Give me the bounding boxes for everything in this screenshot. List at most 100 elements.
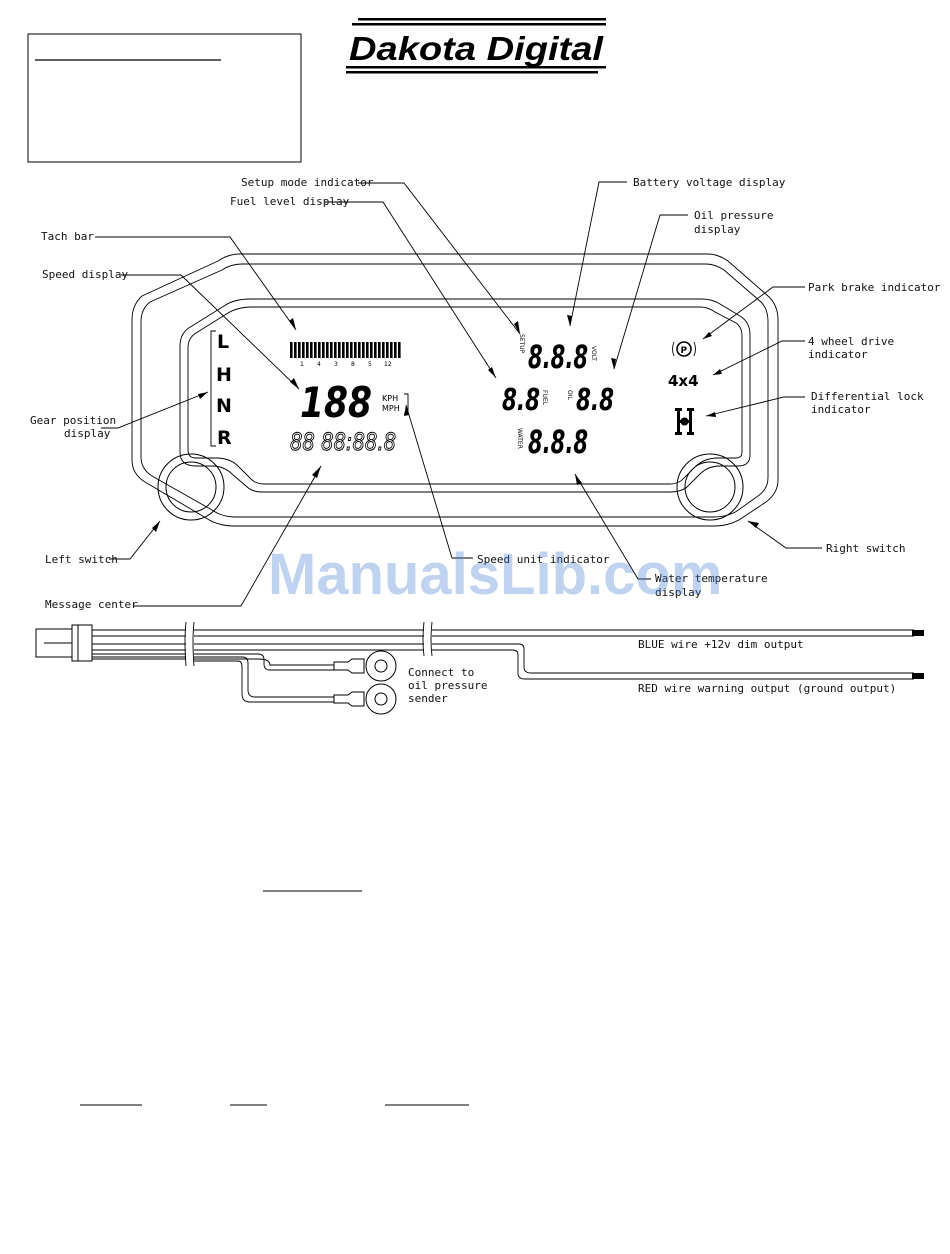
volt-tag: VOLT <box>590 346 597 361</box>
leader-speed-unit <box>405 404 473 559</box>
harness-connector <box>35 624 93 662</box>
label-red-wire: RED wire warning output (ground output) <box>638 682 896 695</box>
speed-unit-kph: KPH <box>382 394 398 403</box>
tach-segment <box>346 342 349 358</box>
tach-segment <box>358 342 361 358</box>
speed-unit-mph: MPH <box>382 404 400 413</box>
blank-rules <box>80 890 469 1106</box>
tach-segment <box>378 342 381 358</box>
leader-message-center <box>133 465 322 607</box>
label-speed-unit: Speed unit indicator <box>477 553 610 566</box>
leader-left-switch <box>109 520 161 560</box>
wires <box>92 621 914 703</box>
leader-diff-lock <box>705 396 805 417</box>
label-water-temp: display <box>655 586 702 599</box>
ring-terminal-lower <box>333 683 397 715</box>
label-4wd: 4 wheel drive <box>808 335 894 348</box>
leader-water-temp <box>574 473 651 580</box>
gear-H: H <box>216 364 232 386</box>
tach-tick-labels: 1 4 3 8 5 12 <box>300 361 392 368</box>
header-box <box>27 33 302 163</box>
watermark: ManualsLib.com <box>268 542 722 607</box>
tach-segment <box>398 342 401 358</box>
tach-segment <box>350 342 353 358</box>
label-battery: Battery voltage display <box>633 176 786 189</box>
tach-segment <box>290 342 293 358</box>
tach-segment <box>326 342 329 358</box>
leader-oil-pressure <box>613 214 688 370</box>
tach-bar <box>290 342 401 358</box>
leader-tach-bar <box>95 236 297 331</box>
tach-segment <box>310 342 313 358</box>
tach-segment <box>394 342 397 358</box>
leader-right-switch <box>747 520 822 549</box>
lcd-window <box>179 298 751 493</box>
wire-ends <box>912 630 924 679</box>
label-oil-pressure: Oil pressure <box>694 209 773 222</box>
leader-gear-position <box>101 391 209 429</box>
gear-R: R <box>217 427 232 449</box>
tach-segment <box>386 342 389 358</box>
tach-segment <box>322 342 325 358</box>
gear-N: N <box>216 395 232 417</box>
label-gear-position: Gear position <box>30 414 116 427</box>
tach-segment <box>370 342 373 358</box>
leader-4wd <box>712 340 805 376</box>
tach-segment <box>318 342 321 358</box>
callout-arrowheads <box>152 315 759 532</box>
tach-segment <box>330 342 333 358</box>
left-switch[interactable] <box>157 453 225 521</box>
oil-value: 8.8 <box>576 383 614 418</box>
park-brake-icon: P <box>672 341 696 357</box>
tach-segment <box>334 342 337 358</box>
label-tach-bar: Tach bar <box>41 230 94 243</box>
tach-segment <box>314 342 317 358</box>
right-switch[interactable] <box>676 453 744 521</box>
gear-L: L <box>217 331 229 353</box>
tach-tick-label: 8 <box>351 361 355 368</box>
label-message-center: Message center <box>45 598 138 611</box>
label-gear-position: display <box>64 427 111 440</box>
callout-leaders <box>95 181 822 607</box>
gear-bracket <box>210 330 216 447</box>
label-connect-oil: oil pressure <box>408 679 487 692</box>
label-right-switch: Right switch <box>826 542 905 555</box>
svg-text:Dakota Digital: Dakota Digital <box>349 30 604 67</box>
gauge-outer-housing-inner <box>140 263 769 518</box>
oil-tag: OIL <box>566 390 573 400</box>
tach-segment <box>374 342 377 358</box>
dakota-digital-logo: Dakota Digital <box>346 18 606 74</box>
tach-segment <box>366 342 369 358</box>
water-tag: WATER <box>516 428 523 449</box>
tach-segment <box>390 342 393 358</box>
label-blue-wire: BLUE wire +12v dim output <box>638 638 804 651</box>
label-setup-mode: Setup mode indicator <box>241 176 374 189</box>
tach-segment <box>342 342 345 358</box>
water-value: 8.8.8 <box>528 423 588 461</box>
label-diff-lock: indicator <box>811 403 871 416</box>
leader-park-brake <box>702 286 805 340</box>
setup-tag: SETUP <box>518 334 525 354</box>
label-oil-pressure: display <box>694 223 741 236</box>
tach-segment <box>306 342 309 358</box>
label-park-brake: Park brake indicator <box>808 281 941 294</box>
label-speed-display: Speed display <box>42 268 128 281</box>
volt-value: 8.8.8 <box>528 338 588 376</box>
leader-speed-display <box>121 274 300 390</box>
tach-segment <box>294 342 297 358</box>
message-center-digits: 88 88:88.8 <box>290 428 396 456</box>
tach-tick-label: 12 <box>384 361 392 368</box>
tach-segment <box>354 342 357 358</box>
label-4wd: indicator <box>808 348 868 361</box>
lcd-window-inner <box>187 306 743 485</box>
svg-text:P: P <box>681 346 688 356</box>
label-connect-oil: sender <box>408 692 448 705</box>
leader-fuel-level <box>325 201 497 379</box>
tach-segment <box>362 342 365 358</box>
fourwd-icon: 4x4 <box>668 372 699 390</box>
tach-segment <box>302 342 305 358</box>
label-water-temp: Water temperature <box>655 572 768 585</box>
label-diff-lock: Differential lock <box>811 390 924 403</box>
leader-setup-mode <box>358 182 521 335</box>
